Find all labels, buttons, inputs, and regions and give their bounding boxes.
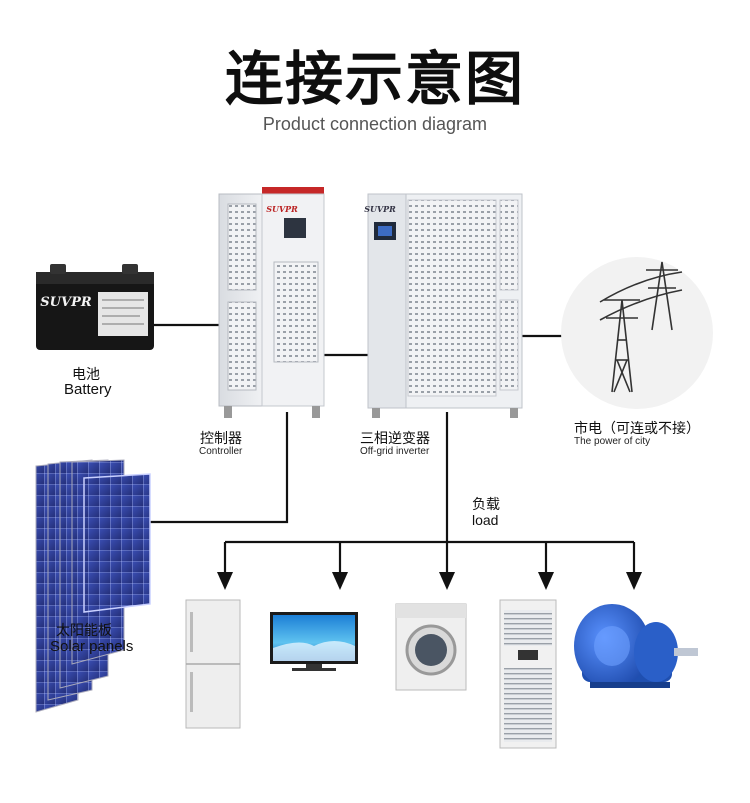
arrow-washer-icon [439, 572, 455, 590]
fridge-icon [185, 599, 241, 729]
inverter-label-en: Off-grid inverter [360, 446, 430, 457]
inverter-cabinet-icon: SUVPR [364, 193, 523, 418]
air-conditioner-icon [499, 599, 557, 749]
controller-label-cn: 控制器 [200, 431, 242, 447]
controller-cabinet-icon: SUVPR [218, 187, 325, 418]
load-label-cn: 负载 [472, 497, 500, 513]
solar-label-en: Solar panels [50, 638, 134, 655]
page-subtitle: Product connection diagram [262, 114, 488, 134]
arrow-tv-icon [332, 572, 348, 590]
controller-label-en: Controller [199, 446, 243, 457]
inverter-label-cn: 三相逆变器 [360, 431, 430, 447]
controller-brand: SUVPR [266, 204, 298, 214]
inverter-brand: SUVPR [364, 204, 396, 214]
tv-icon [270, 612, 358, 671]
battery-icon: SUVPR [36, 264, 154, 350]
solar-panel-icon [35, 459, 151, 713]
arrow-fridge-icon [217, 572, 233, 590]
load-label-en: load [472, 512, 499, 528]
battery-label-cn: 电池 [72, 367, 100, 383]
battery-brand: SUVPR [40, 295, 92, 310]
solar-label-cn: 太阳能板 [56, 623, 112, 639]
load-arrows [217, 572, 642, 590]
power-tower-icon [561, 257, 713, 409]
grid-label-cn: 市电（可连或不接） [574, 421, 700, 437]
grid-label-en: The power of city [574, 436, 651, 447]
page-title: 连接示意图 [224, 45, 525, 113]
solar-controller-line [150, 412, 289, 524]
motor-icon [574, 604, 698, 688]
arrow-motor-icon [626, 572, 642, 590]
arrow-ac-icon [538, 572, 554, 590]
battery-label-en: Battery [64, 381, 112, 398]
connection-lines [150, 323, 636, 575]
washing-machine-icon [395, 603, 467, 691]
